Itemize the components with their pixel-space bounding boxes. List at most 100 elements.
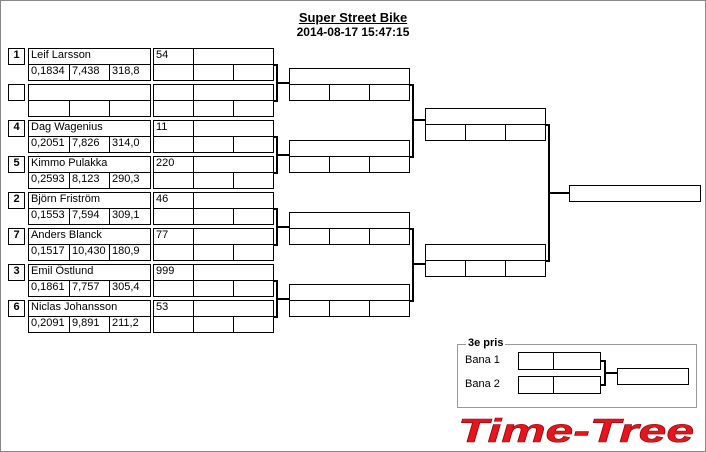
result-blank: [193, 120, 274, 137]
quarterfinal-1-col1: [289, 84, 330, 101]
seed-number: 5: [8, 156, 25, 173]
result-blank: [193, 156, 274, 173]
bracket-connector: [274, 136, 277, 138]
result-blank: [233, 244, 274, 261]
result-blank: [233, 316, 274, 333]
rider-name: Anders Blanck: [28, 228, 151, 245]
top-speed: 318,8: [109, 64, 151, 81]
bracket-connector: [412, 263, 425, 265]
bronze-lane-2-cell-b: [553, 376, 601, 394]
result-blank: [193, 48, 274, 65]
bracket-connector: [274, 172, 277, 174]
page-title: Super Street Bike: [298, 10, 408, 25]
reaction-time: 0,1517: [28, 244, 70, 261]
bracket-connector: [274, 280, 277, 282]
lane-2-label: Bana 2: [465, 378, 500, 390]
result-blank: [153, 172, 194, 189]
result-blank: [233, 136, 274, 153]
reaction-time: 0,1861: [28, 280, 70, 297]
bracket-connector: [410, 300, 413, 302]
top-speed: 314,0: [109, 136, 151, 153]
top-speed: [109, 100, 151, 117]
final-result: [569, 185, 701, 202]
result-blank: [193, 316, 234, 333]
top-speed: 305,4: [109, 280, 151, 297]
reaction-time: 0,2091: [28, 316, 70, 333]
bracket-connector: [276, 82, 289, 84]
bracket-connector: [412, 84, 414, 158]
semifinal-1-top: [425, 108, 546, 125]
reaction-time: 0,1553: [28, 208, 70, 225]
bracket-connector: [274, 64, 277, 66]
result-blank: [153, 136, 194, 153]
top-speed: 211,2: [109, 316, 151, 333]
result-blank: [193, 300, 274, 317]
quarterfinal-1-col3: [369, 84, 410, 101]
bronze-result: [617, 368, 689, 385]
result-blank: [153, 280, 194, 297]
quarterfinal-4-col1: [289, 300, 330, 317]
rider-name: Niclas Johansson: [28, 300, 151, 317]
reaction-time: 0,2051: [28, 136, 70, 153]
quarterfinal-1-col2: [329, 84, 370, 101]
bracket-connector: [412, 119, 425, 121]
score: 77: [153, 228, 194, 245]
result-blank: [153, 316, 194, 333]
quarterfinal-4-top: [289, 284, 410, 301]
lane-1-label: Bana 1: [465, 354, 500, 366]
elapsed-time: 7,826: [69, 136, 110, 153]
result-blank: [153, 64, 194, 81]
result-blank: [193, 244, 234, 261]
elapsed-time: 7,594: [69, 208, 110, 225]
bracket-connector: [604, 372, 617, 374]
quarterfinal-3-top: [289, 212, 410, 229]
quarterfinal-2-top: [289, 140, 410, 157]
semifinal-2-col3: [505, 260, 546, 277]
result-blank: [193, 192, 274, 209]
score: 999: [153, 264, 194, 281]
bracket-connector: [410, 156, 413, 158]
top-speed: 180,9: [109, 244, 151, 261]
result-blank: [233, 100, 274, 117]
result-blank: [193, 100, 234, 117]
rider-name: Kimmo Pulakka: [28, 156, 151, 173]
elapsed-time: 7,757: [69, 280, 110, 297]
seed-number: 1: [8, 48, 25, 65]
result-blank: [193, 64, 234, 81]
elapsed-time: 9,891: [69, 316, 110, 333]
semifinal-2-col2: [465, 260, 506, 277]
semifinal-2-col1: [425, 260, 466, 277]
quarterfinal-2-col3: [369, 156, 410, 173]
elapsed-time: 8,123: [69, 172, 110, 189]
elapsed-time: 10,430: [69, 244, 110, 261]
result-blank: [233, 172, 274, 189]
quarterfinal-4-col2: [329, 300, 370, 317]
result-blank: [193, 136, 234, 153]
seed-number: 6: [8, 300, 25, 317]
bracket-connector: [412, 228, 414, 302]
result-blank: [193, 264, 274, 281]
bracket-connector: [274, 208, 277, 210]
result-blank: [193, 208, 234, 225]
bracket-connector: [276, 226, 289, 228]
bracket-connector: [276, 154, 289, 156]
time-tree-logo: Time-Tree: [458, 412, 695, 446]
bracket-connector: [601, 360, 605, 362]
rider-name: Björn Friström: [28, 192, 151, 209]
bronze-lane-1-cell-b: [553, 352, 601, 370]
result-blank: [193, 280, 234, 297]
seed-number: 2: [8, 192, 25, 209]
top-speed: 290,3: [109, 172, 151, 189]
bracket-connector: [546, 260, 549, 262]
top-speed: 309,1: [109, 208, 151, 225]
semifinal-1-col1: [425, 124, 466, 141]
score: 220: [153, 156, 194, 173]
bracket-connector: [274, 316, 277, 318]
result-blank: [233, 208, 274, 225]
rider-name: Dag Wagenius: [28, 120, 151, 137]
time-tree-logo-text: Time-Tree: [458, 412, 694, 446]
elapsed-time: 7,438: [69, 64, 110, 81]
score: 46: [153, 192, 194, 209]
event-datetime: 2014-08-17 15:47:15: [296, 25, 410, 39]
result-blank: [193, 172, 234, 189]
